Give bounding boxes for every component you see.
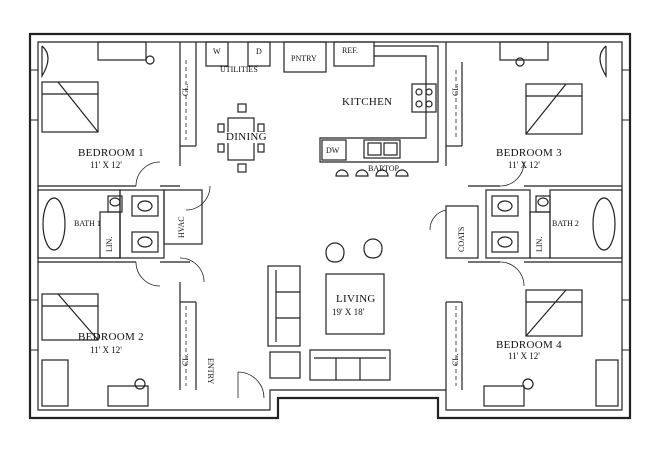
bath2-label: BATH 2 [552,219,579,228]
bedroom1-size: 11' X 12' [90,160,122,170]
living-size: 19' X 18' [332,307,365,317]
fridge-label: REF. [342,46,359,55]
bedroom2-door [135,261,161,287]
refrigerator [333,41,375,67]
bartop-label: BARTOP [368,164,399,173]
bathtub-2 [592,197,616,251]
dryer-label: D [256,47,262,56]
armchair-1 [325,242,345,263]
bedroom2-size: 11' X 12' [90,345,122,355]
bedroom3-label: BEDROOM 3 [496,147,562,159]
dresser-4 [595,359,619,407]
coats-label: COATS [457,226,466,252]
closet-label-2: CL. [181,353,190,366]
bedroom3-size: 11' X 12' [508,160,540,170]
coats-closet [445,205,479,259]
washer [205,41,229,67]
dresser-2 [41,359,69,407]
end-table [269,351,301,379]
exterior-wall [28,32,632,420]
dining-label: DINING [226,131,267,143]
bedroom4-label: BEDROOM 4 [496,339,562,351]
entry-label: ENTRY [206,358,215,385]
bedroom2-label: BEDROOM 2 [78,331,144,343]
windows [30,69,630,351]
bedroom4-size: 11' X 12' [508,351,540,361]
sink [363,139,401,159]
bed-1 [41,81,99,133]
bed-4 [525,289,583,337]
closet-label-3: CL. [451,83,460,96]
kitchen-label: KITCHEN [342,96,393,108]
dishwasher-label: DW [326,146,340,155]
linen2-label: LIN. [535,236,544,252]
utilities-label: UTILITIES [220,65,258,74]
desk-1 [97,41,147,61]
dryer [247,41,271,67]
washer-label: W [213,47,221,56]
bed-2 [41,293,99,341]
entry-door [237,371,265,399]
linen1-label: LIN. [105,236,114,252]
bath2-area [485,189,531,259]
bed-3 [525,83,583,135]
kitchen-counter [319,45,439,163]
pantry-label: PNTRY [291,54,317,63]
armchair-2 [363,238,383,259]
stove [411,83,437,113]
bedroom1-door [135,161,161,187]
coffee-table [325,273,385,335]
closet-label-4: CL. [451,353,460,366]
desk-3 [499,41,549,61]
hvac-label: HVAC [177,216,186,238]
living-label: LIVING [336,293,376,305]
bar-stools [335,169,409,177]
hvac-closet [163,189,203,245]
sofa-left [267,265,301,347]
sofa-bottom [309,349,391,381]
closet-label-1: CL. [181,83,190,96]
bath1-label: BATH 1 [74,219,101,228]
pantry [283,41,327,73]
bathtub-1 [42,197,66,251]
bedroom1-label: BEDROOM 1 [78,147,144,159]
